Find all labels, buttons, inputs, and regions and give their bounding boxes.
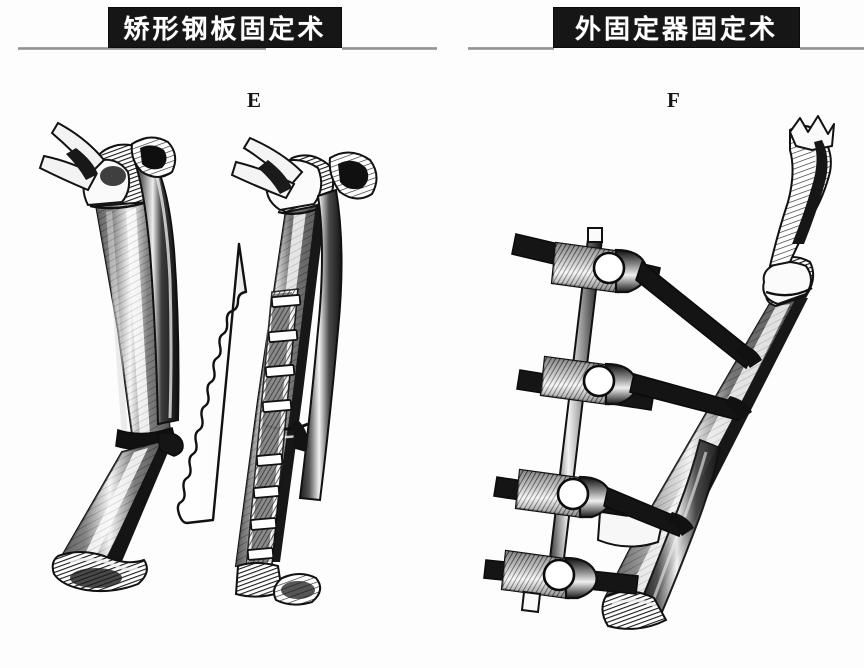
header-rule-right-a [468, 47, 554, 50]
plate-screws [246, 294, 302, 561]
header-rule-middle [342, 47, 437, 50]
fixator-clamp-1 [511, 233, 756, 370]
fixator-clamp-2 [516, 355, 743, 421]
illustration-external-fixator [483, 115, 835, 630]
illustration-deformed-bone [38, 121, 184, 593]
panel-title-left: 矫形钢板固定术 [108, 7, 342, 48]
fixator-clamp-3 [493, 468, 685, 538]
illustration-plate-fixation [176, 136, 378, 606]
header-rule-left [18, 47, 266, 50]
panel-label-e: E [247, 88, 262, 112]
header-rule-right-b [800, 47, 864, 50]
panel-title-right: 外固定器固定术 [553, 7, 800, 48]
panel-label-f: F [667, 88, 680, 112]
fixator-clamp-4 [483, 549, 639, 614]
